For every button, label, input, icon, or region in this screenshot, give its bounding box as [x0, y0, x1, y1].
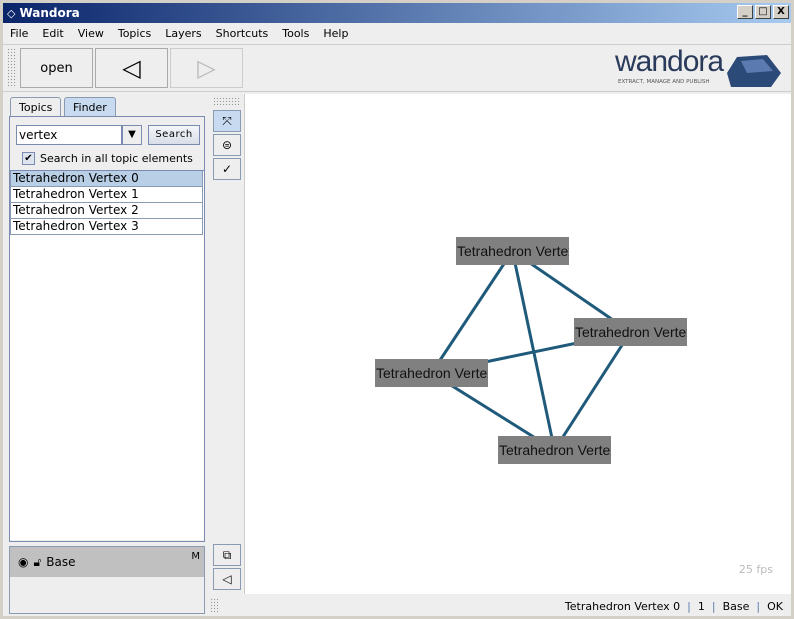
- search-all-checkbox[interactable]: ✔: [22, 152, 35, 165]
- close-button[interactable]: X: [773, 5, 789, 19]
- graph-node[interactable]: Tetrahedron Vertex: [498, 436, 611, 464]
- menu-tools[interactable]: Tools: [282, 27, 310, 40]
- menu-view[interactable]: View: [77, 27, 104, 40]
- graph-node[interactable]: Tetrahedron Vertex: [574, 318, 687, 346]
- graph-canvas[interactable]: Tetrahedron Vertex Tetrahedron Vertex Te…: [244, 94, 791, 594]
- menu-bar: File Edit View Topics Layers Shortcuts T…: [3, 23, 791, 44]
- tab-finder[interactable]: Finder: [64, 97, 116, 117]
- tab-topics[interactable]: Topics: [10, 97, 62, 117]
- graph-tool-strip: ⤧ ⊜ ✓ ⧉ ◁: [210, 94, 243, 594]
- back-button[interactable]: ◁: [95, 48, 168, 88]
- logo-mark-icon: [727, 55, 781, 87]
- graph-node[interactable]: Tetrahedron Vertex: [375, 359, 488, 387]
- layer-name: Base: [46, 555, 76, 569]
- result-item[interactable]: Tetrahedron Vertex 1: [10, 187, 203, 203]
- search-all-label: Search in all topic elements: [40, 152, 193, 165]
- window-title: Wandora: [19, 6, 80, 20]
- results-list: Tetrahedron Vertex 0 Tetrahedron Vertex …: [10, 170, 204, 540]
- draw-edge-tool-icon[interactable]: ✓: [213, 158, 241, 180]
- search-dropdown-button[interactable]: ▼: [122, 125, 142, 145]
- visibility-eye-icon[interactable]: ◉: [18, 555, 29, 569]
- result-item[interactable]: Tetrahedron Vertex 2: [10, 203, 203, 219]
- search-button[interactable]: Search: [148, 125, 200, 145]
- finder-panel: vertex ▼ Search ✔ Search in all topic el…: [9, 116, 205, 542]
- collapse-icon[interactable]: ◁: [213, 568, 241, 590]
- menu-edit[interactable]: Edit: [42, 27, 64, 40]
- maximize-button[interactable]: □: [755, 5, 771, 19]
- open-button[interactable]: open: [20, 48, 93, 88]
- result-item[interactable]: Tetrahedron Vertex 3: [10, 219, 203, 235]
- layer-row[interactable]: ◉ 🔓︎ Base M: [10, 547, 204, 577]
- layer-mode: M: [191, 551, 200, 562]
- menu-help[interactable]: Help: [323, 27, 349, 40]
- layers-panel: ◉ 🔓︎ Base M: [9, 546, 205, 614]
- minimize-button[interactable]: _: [737, 5, 753, 19]
- title-bar: ◇ Wandora _ □ X: [3, 3, 791, 23]
- graph-node[interactable]: Tetrahedron Vertex: [456, 237, 569, 265]
- logo-tagline: EXTRACT, MANAGE AND PUBLISH: [618, 79, 710, 85]
- graph-edge[interactable]: [553, 331, 632, 451]
- wandora-logo: wandora EXTRACT, MANAGE AND PUBLISH: [615, 45, 785, 89]
- menu-file[interactable]: File: [10, 27, 29, 40]
- graph-layout-icon[interactable]: ⧉: [213, 544, 241, 566]
- fps-counter: 25 fps: [738, 563, 773, 576]
- status-layer: Base: [722, 599, 750, 613]
- menu-topics[interactable]: Topics: [117, 27, 152, 40]
- status-grip: [210, 598, 220, 614]
- forward-button[interactable]: ▷: [170, 48, 243, 88]
- fit-view-icon[interactable]: ⤧: [213, 110, 241, 132]
- status-state: OK: [767, 599, 783, 613]
- toolbar: open ◁ ▷ wandora EXTRACT, MANAGE AND PUB…: [3, 44, 791, 92]
- status-count: 1: [697, 599, 705, 613]
- tool-grip: [213, 97, 241, 105]
- menu-layers[interactable]: Layers: [165, 27, 202, 40]
- status-bar: Tetrahedron Vertex 0| 1| Base| OK: [210, 596, 791, 616]
- logo-wordmark: wandora: [615, 45, 724, 78]
- graph-edges: [430, 249, 632, 452]
- menu-shortcuts[interactable]: Shortcuts: [215, 27, 269, 40]
- left-panel: Topics Finder vertex ▼ Search ✔ Search i…: [6, 94, 206, 616]
- result-item[interactable]: Tetrahedron Vertex 0: [10, 171, 203, 187]
- toolbar-grip[interactable]: [7, 48, 17, 88]
- graph-edge[interactable]: [430, 250, 514, 374]
- wandora-app-icon: ◇: [7, 6, 16, 20]
- search-input[interactable]: vertex: [16, 125, 122, 145]
- status-topic: Tetrahedron Vertex 0: [564, 599, 681, 613]
- unlock-icon[interactable]: 🔓︎: [33, 554, 42, 569]
- select-tool-icon[interactable]: ⊜: [213, 134, 241, 156]
